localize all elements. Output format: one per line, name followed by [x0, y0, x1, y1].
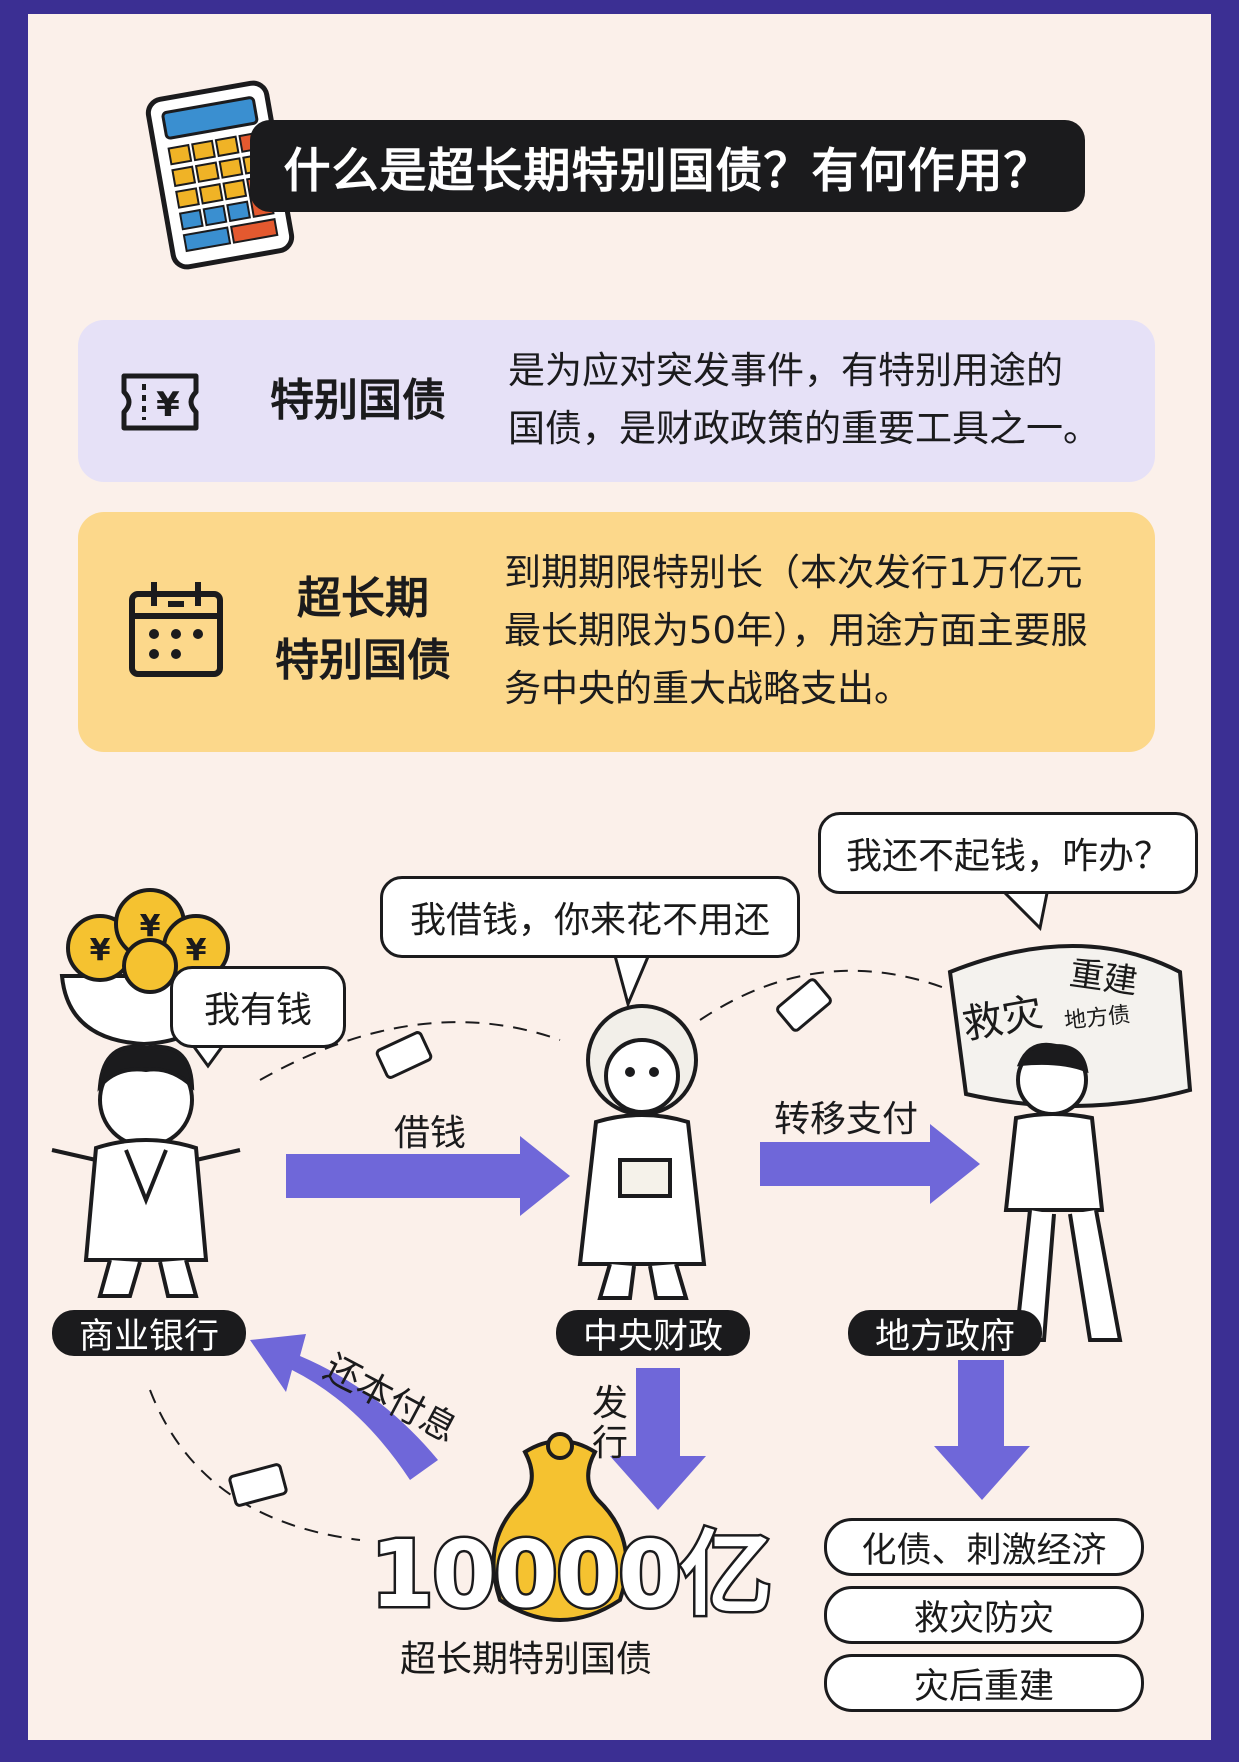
card-label: 超长期 特别国债 — [275, 573, 451, 686]
cash-icon — [228, 1463, 288, 1507]
card-label: 特别国债 — [270, 375, 446, 426]
svg-text:¥: ¥ — [90, 933, 111, 968]
flow-label-issue: 发行 — [591, 1383, 628, 1464]
bond-amount: 10000亿 — [367, 1519, 774, 1631]
cash-icon — [375, 1031, 433, 1079]
speech-bubble-bank: 我有钱 — [170, 966, 346, 1048]
ticket-yuan-icon: ¥ — [121, 373, 199, 431]
card-description: 是为应对突发事件，有特别用途的 国债，是财政政策的重要工具之一。 — [508, 349, 1100, 450]
use-item: 化债、刺激经济 — [824, 1518, 1144, 1576]
node-central-finance: 中央财政 — [556, 1310, 750, 1357]
card-special-bond: ¥ 特别国债 是为应对突发事件，有特别用途的 国债，是财政政策的重要工具之一。 — [78, 320, 1155, 482]
title-bar: 什么是超长期特别国债？有何作用？ — [250, 120, 1085, 212]
flow-label-transfer: 转移支付 — [774, 1099, 919, 1140]
node-local-government: 地方政府 — [848, 1310, 1042, 1357]
coin-pot-icon: ¥ ¥ ¥ — [59, 888, 230, 1047]
calendar-icon — [129, 582, 223, 677]
svg-text:¥: ¥ — [140, 909, 161, 944]
svg-text:¥: ¥ — [156, 385, 180, 425]
bond-bag-icon — [491, 1432, 629, 1622]
flow-arrows — [250, 1124, 1030, 1510]
speech-bubble-central: 我借钱，你来花不用还 — [380, 876, 800, 958]
card-ultra-long-bond: 超长期 特别国债 到期期限特别长（本次发行1万亿元 最长期限为50年），用途方面… — [78, 512, 1155, 752]
banker-figure — [51, 1044, 241, 1298]
node-commercial-bank: 商业银行 — [52, 1310, 246, 1357]
bond-caption: 超长期特别国债 — [400, 1639, 653, 1680]
cash-icon — [776, 978, 832, 1032]
speech-bubble-local: 我还不起钱，咋办？ — [818, 812, 1198, 894]
flow-label-borrow: 借钱 — [394, 1113, 467, 1154]
card-description: 到期期限特别长（本次发行1万亿元 最长期限为50年），用途方面主要服 务中央的重… — [504, 551, 1088, 710]
sack-label-secondary: 重建 — [1067, 953, 1140, 1003]
scallop-border — [20, 0, 1219, 40]
sack-label-small: 地方债 — [1063, 1002, 1132, 1035]
svg-text:¥: ¥ — [186, 933, 207, 968]
central-finance-figure — [577, 1004, 707, 1300]
use-item: 救灾防灾 — [824, 1586, 1144, 1644]
local-government-figure — [947, 944, 1193, 1342]
use-item: 灾后重建 — [824, 1654, 1144, 1712]
page-title: 什么是超长期特别国债？有何作用？ — [283, 143, 1052, 199]
